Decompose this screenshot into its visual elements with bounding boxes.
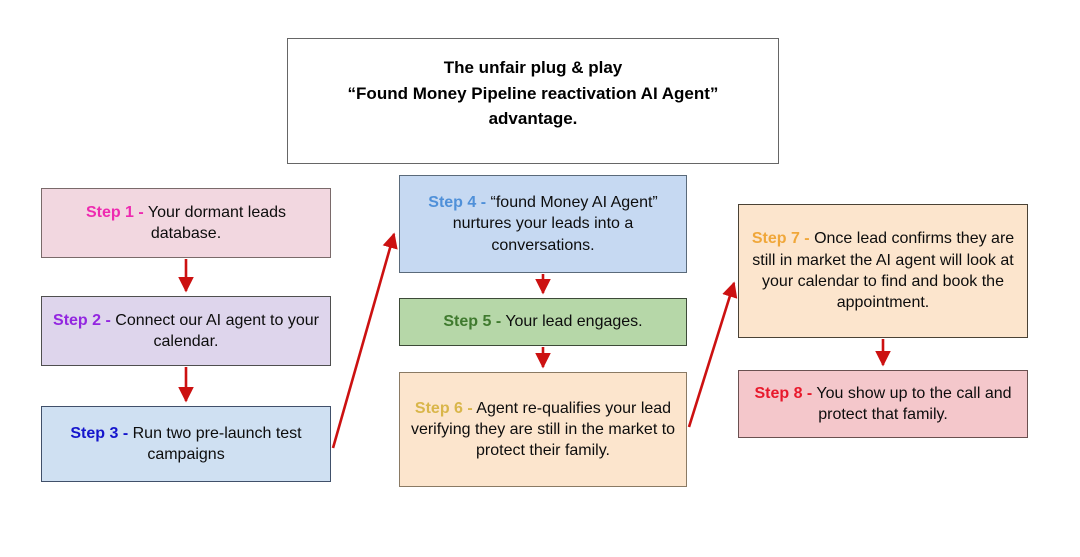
node-step-2[interactable]: Step 2 - Connect our AI agent to your ca… bbox=[41, 296, 331, 366]
node-step-5-label: Step 5 - bbox=[443, 313, 502, 331]
node-step-4-label: Step 4 - bbox=[428, 194, 487, 212]
title-line-1: The unfair plug & play bbox=[443, 58, 623, 77]
node-step-6-body: Step 6 - Agent re-qualifies your lead ve… bbox=[410, 398, 676, 462]
node-step-6-label: Step 6 - bbox=[414, 399, 473, 417]
node-step-8-body: Step 8 - You show up to the call and pro… bbox=[749, 383, 1017, 426]
node-step-6-text: Agent re-qualifies your lead verifying t… bbox=[410, 399, 676, 460]
node-step-5-text: Your lead engages. bbox=[505, 313, 643, 331]
node-step-1-label: Step 1 - bbox=[85, 203, 144, 221]
node-step-8[interactable]: Step 8 - You show up to the call and pro… bbox=[738, 370, 1028, 438]
title-text: The unfair plug & play “Found Money Pipe… bbox=[288, 55, 778, 132]
node-step-1-body: Step 1 - Your dormant leads database. bbox=[52, 202, 320, 245]
node-step-6[interactable]: Step 6 - Agent re-qualifies your lead ve… bbox=[399, 372, 687, 487]
node-step-2-text: Connect our AI agent to your calendar. bbox=[115, 311, 319, 350]
node-step-2-body: Step 2 - Connect our AI agent to your ca… bbox=[52, 310, 320, 353]
node-step-7-body: Step 7 - Once lead confirms they are sti… bbox=[749, 228, 1017, 313]
node-step-3-body: Step 3 - Run two pre-launch test campaig… bbox=[52, 423, 320, 466]
node-step-7-label: Step 7 - bbox=[751, 230, 810, 248]
title-line-2: “Found Money Pipeline reactivation AI Ag… bbox=[347, 83, 719, 103]
node-step-5[interactable]: Step 5 - Your lead engages. bbox=[399, 298, 687, 346]
node-step-1[interactable]: Step 1 - Your dormant leads database. bbox=[41, 188, 331, 258]
connector-step-6-to-step-7 bbox=[687, 281, 738, 428]
node-step-4-text: “found Money AI Agent” nurtures your lea… bbox=[452, 194, 658, 254]
title-card: The unfair plug & play “Found Money Pipe… bbox=[287, 38, 779, 164]
node-step-1-text: Your dormant leads database. bbox=[147, 203, 287, 242]
node-step-3-text: Run two pre-launch test campaigns bbox=[132, 424, 302, 463]
node-step-5-body: Step 5 - Your lead engages. bbox=[410, 311, 676, 332]
node-step-4[interactable]: Step 4 - “found Money AI Agent” nurtures… bbox=[399, 175, 687, 273]
node-step-2-label: Step 2 - bbox=[53, 311, 111, 329]
node-step-4-body: Step 4 - “found Money AI Agent” nurtures… bbox=[410, 192, 676, 256]
title-line-3: advantage. bbox=[488, 109, 578, 128]
node-step-8-label: Step 8 - bbox=[754, 384, 813, 402]
node-step-8-text: You show up to the call and protect that… bbox=[816, 384, 1012, 423]
connector-step-3-to-step-4 bbox=[331, 232, 398, 449]
node-step-7-text: Once lead confirms they are still in mar… bbox=[752, 230, 1015, 312]
node-step-7[interactable]: Step 7 - Once lead confirms they are sti… bbox=[738, 204, 1028, 338]
node-step-3-label: Step 3 - bbox=[70, 424, 129, 442]
node-step-3[interactable]: Step 3 - Run two pre-launch test campaig… bbox=[41, 406, 331, 482]
